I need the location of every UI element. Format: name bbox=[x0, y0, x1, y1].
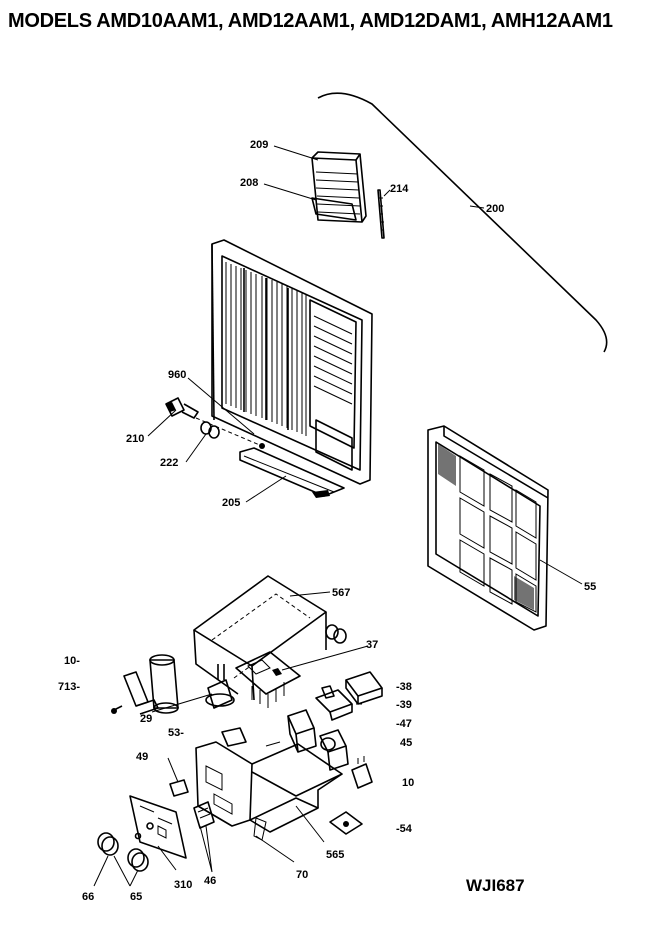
switch-38 bbox=[345, 671, 383, 705]
bottom-rail-205 bbox=[239, 447, 345, 498]
callout-37: 37 bbox=[366, 639, 378, 651]
callout-960: 960 bbox=[168, 369, 186, 381]
callout-39: -39 bbox=[396, 699, 412, 711]
bracket-713 bbox=[111, 671, 159, 715]
callout-46: 46 bbox=[204, 875, 216, 887]
callout-214: 214 bbox=[390, 183, 409, 195]
callout-208: 208 bbox=[240, 177, 258, 189]
component-10-lower bbox=[351, 756, 373, 789]
screw-960 bbox=[259, 443, 265, 449]
callout-54: -54 bbox=[396, 823, 413, 835]
callout-38: -38 bbox=[396, 681, 412, 693]
callout-45: 45 bbox=[400, 737, 412, 749]
callout-565: 565 bbox=[326, 849, 344, 861]
callout-210: 210 bbox=[126, 433, 144, 445]
terminal-strip-53 bbox=[221, 727, 247, 747]
louver-assembly bbox=[311, 151, 367, 223]
switch-39 bbox=[315, 685, 353, 721]
callout-713: 713- bbox=[58, 681, 80, 693]
component-49 bbox=[169, 779, 189, 797]
callout-10-upper: 10- bbox=[64, 655, 80, 667]
page-title: MODELS AMD10AAM1, AMD12AAM1, AMD12DAM1, … bbox=[8, 10, 613, 32]
drawing-id: WJI687 bbox=[466, 876, 525, 895]
callout-222: 222 bbox=[160, 457, 178, 469]
knob-65 bbox=[127, 848, 149, 872]
filter-55 bbox=[427, 425, 549, 631]
control-board-37 bbox=[235, 651, 301, 708]
callout-66: 66 bbox=[82, 891, 94, 903]
callout-55: 55 bbox=[584, 581, 596, 593]
assembly-axis bbox=[195, 417, 263, 447]
relay-29 bbox=[205, 664, 235, 709]
callout-65: 65 bbox=[130, 891, 142, 903]
knob-210 bbox=[165, 397, 199, 419]
callout-567: 567 bbox=[332, 587, 350, 599]
front-grille bbox=[211, 239, 373, 485]
callout-10-lower: 10 bbox=[402, 777, 414, 789]
callout-310: 310 bbox=[174, 879, 192, 891]
leader-lines bbox=[93, 145, 583, 887]
callout-205: 205 bbox=[222, 497, 240, 509]
component-45 bbox=[319, 729, 349, 771]
callout-70: 70 bbox=[296, 869, 308, 881]
callout-53: 53- bbox=[168, 727, 184, 739]
assembly-200-bracket bbox=[317, 92, 608, 353]
switch-46 bbox=[193, 801, 215, 829]
callout-49: 49 bbox=[136, 751, 148, 763]
control-panel-310 bbox=[129, 795, 187, 859]
callout-29: 29 bbox=[140, 713, 152, 725]
bushing bbox=[325, 624, 347, 644]
callout-47: -47 bbox=[396, 718, 412, 730]
component-54 bbox=[329, 811, 363, 835]
callout-209: 209 bbox=[250, 139, 268, 151]
control-box-565 bbox=[195, 741, 343, 841]
louver-rod-214 bbox=[377, 189, 385, 239]
callout-200: 200 bbox=[486, 203, 504, 215]
capacitor-10 bbox=[149, 654, 179, 714]
knob-66 bbox=[97, 832, 119, 856]
